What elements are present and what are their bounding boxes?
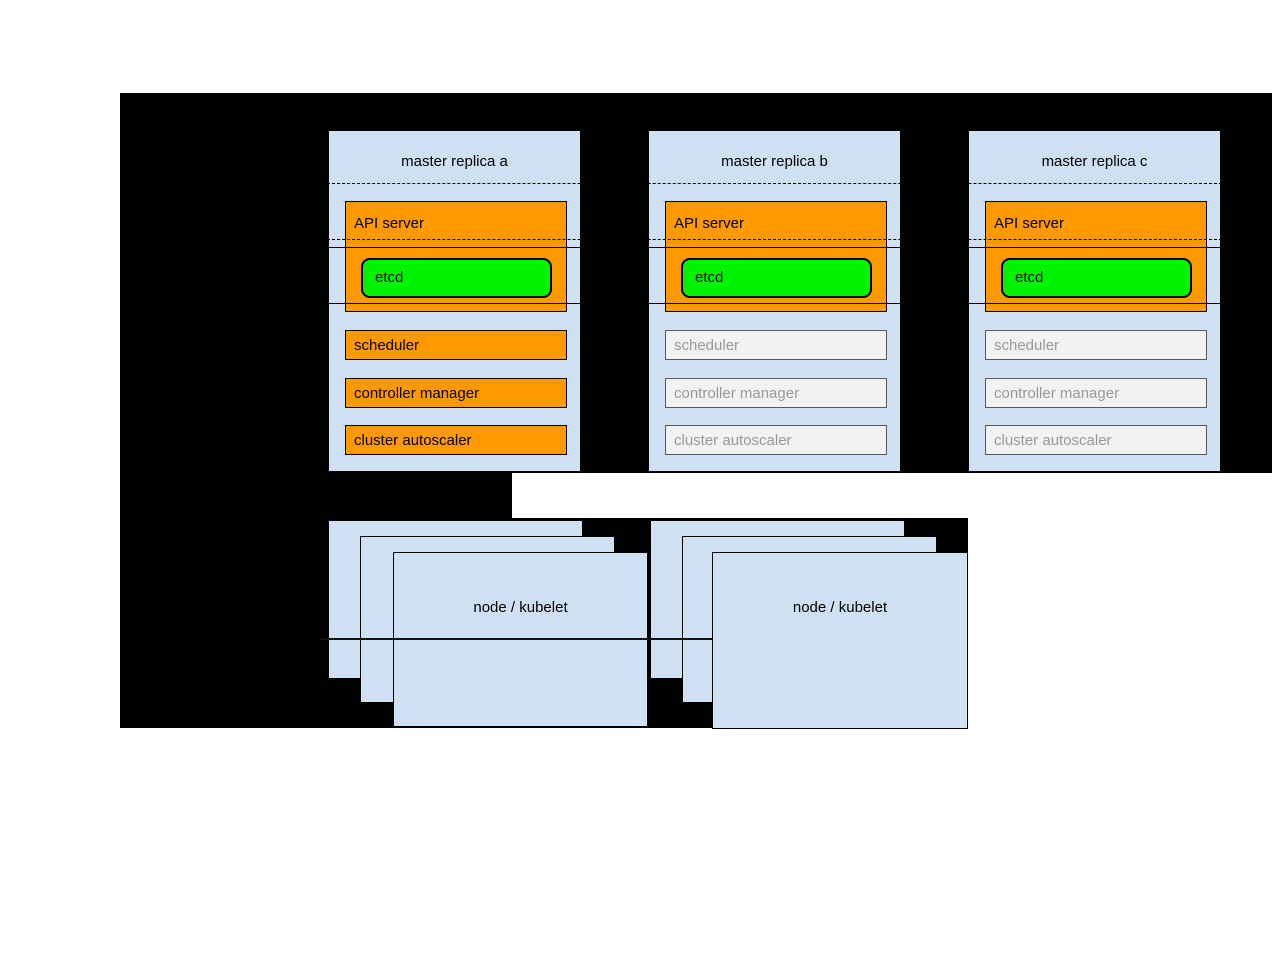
master-replica-a-title: master replica a: [401, 153, 508, 170]
cluster-autoscaler-box: cluster autoscaler: [665, 425, 887, 455]
cluster-autoscaler-box: cluster autoscaler: [985, 425, 1207, 455]
api-server-label: API server: [994, 215, 1065, 232]
controller-manager-label: controller manager: [674, 385, 800, 402]
etcd-label: etcd: [695, 269, 724, 286]
cluster-autoscaler-box: cluster autoscaler: [345, 425, 567, 455]
etcd-box: etcd: [681, 258, 872, 298]
controller-manager-box: controller manager: [985, 378, 1207, 408]
api-server-label: API server: [674, 215, 745, 232]
etcd-band-bottom-line: [322, 303, 1222, 304]
scheduler-label: scheduler: [674, 337, 740, 354]
etcd-label: etcd: [1015, 269, 1044, 286]
controller-manager-label: controller manager: [994, 385, 1120, 402]
etcd-band-top-line: [322, 247, 1222, 248]
master-replica-b-box: master replica b API server etcd schedul…: [648, 130, 901, 472]
cluster-autoscaler-label: cluster autoscaler: [674, 432, 792, 449]
master-replica-c-title: master replica c: [1041, 153, 1148, 170]
scheduler-box: scheduler: [665, 330, 887, 360]
scheduler-label: scheduler: [994, 337, 1060, 354]
scheduler-box: scheduler: [985, 330, 1207, 360]
etcd-label: etcd: [375, 269, 404, 286]
scheduler-box: scheduler: [345, 330, 567, 360]
master-replica-c-box: master replica c API server etcd schedul…: [968, 130, 1221, 472]
node-title-divider-line: [320, 638, 712, 640]
node-kubelet-title: node / kubelet: [792, 599, 888, 616]
controller-manager-label: controller manager: [354, 385, 480, 402]
etcd-box: etcd: [1001, 258, 1192, 298]
diagram-background-left: [120, 473, 512, 520]
node-kubelet-title: node / kubelet: [473, 599, 568, 616]
node-box-front: node / kubelet: [712, 552, 968, 729]
zone-divider-dashed-line-bottom: [322, 239, 1222, 240]
api-server-label: API server: [354, 215, 425, 232]
controller-manager-box: controller manager: [345, 378, 567, 408]
master-replica-b-title: master replica b: [721, 153, 828, 170]
cluster-autoscaler-label: cluster autoscaler: [994, 432, 1112, 449]
master-replica-a-box: master replica a API server etcd schedul…: [328, 130, 581, 472]
zone-divider-dashed-line-top: [322, 183, 1222, 184]
controller-manager-box: controller manager: [665, 378, 887, 408]
scheduler-label: scheduler: [354, 337, 420, 354]
etcd-box: etcd: [361, 258, 552, 298]
cluster-autoscaler-label: cluster autoscaler: [354, 432, 472, 449]
